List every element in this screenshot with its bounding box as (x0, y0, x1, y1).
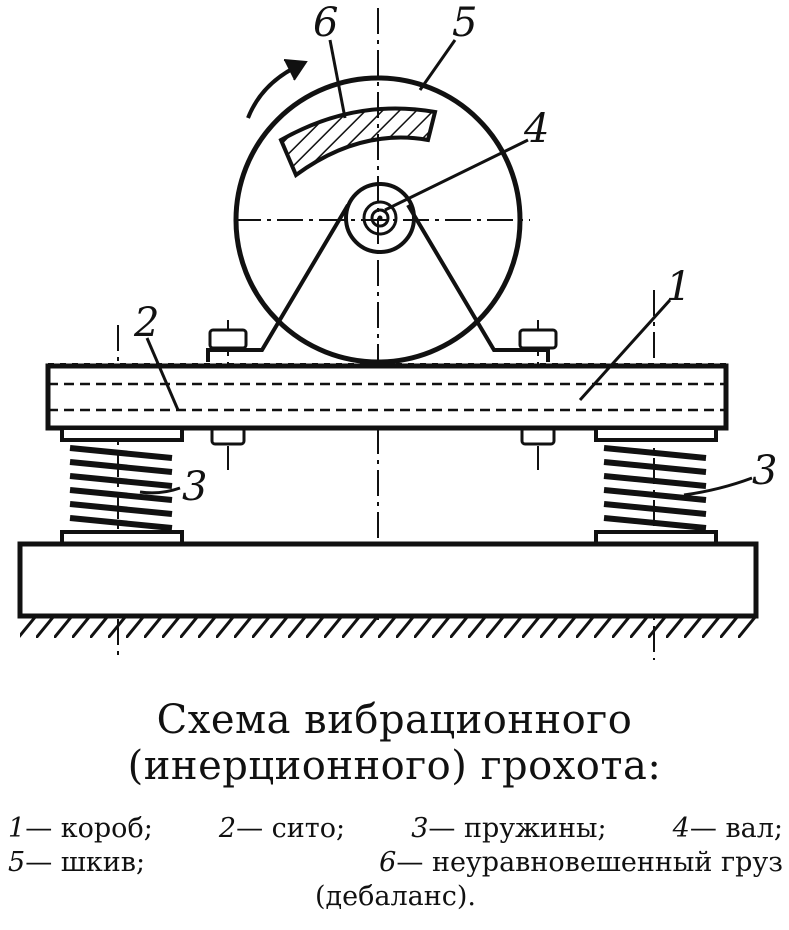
legend-row-3: (дебаланс). (8, 880, 783, 914)
pulley (233, 75, 523, 365)
legend-item-4: 4— вал; (672, 813, 783, 844)
legend-item-3: 3— пружины; (411, 813, 607, 844)
label-2: 2 (133, 300, 159, 346)
legend-item-5: 5— шкив; (8, 847, 146, 878)
figure-legend: 1— короб; 2— сито; 3— пружины; 4— вал; 5… (8, 812, 783, 914)
legend-row-2: 5— шкив; 6— неуравновешенный груз (8, 846, 783, 880)
spring-right (603, 445, 707, 531)
label-3-left: 3 (182, 464, 207, 510)
legend-item-2: 2— сито; (218, 813, 346, 844)
title-line-1: Схема вибрационного (156, 697, 633, 743)
spring-left (69, 445, 173, 531)
label-4: 4 (523, 106, 549, 152)
legend-item-1: 1— короб; (8, 813, 153, 844)
leader-lines (139, 39, 753, 497)
bolts (208, 328, 558, 446)
rotation-arrow (246, 59, 308, 119)
ground-hatch (20, 618, 756, 638)
shaft (344, 182, 416, 254)
base (17, 541, 759, 619)
title-line-2: (инерционного) грохота: (127, 743, 662, 789)
label-1: 1 (666, 264, 691, 310)
legend-item-6: 6— неуравновешенный груз (379, 847, 783, 878)
vibrating-screen-diagram: 6 5 4 1 2 3 3 (17, 0, 777, 660)
legend-row-1: 1— короб; 2— сито; 3— пружины; 4— вал; (8, 812, 783, 846)
label-3-right: 3 (752, 448, 777, 494)
figure-title: Схема вибрационного (инерционного) грохо… (0, 697, 789, 789)
legend-item-6-continuation: (дебаланс). (315, 881, 476, 912)
box-frame (45, 363, 729, 431)
bearing-support (206, 203, 550, 362)
unbalanced-weight (278, 106, 438, 179)
label-6: 6 (313, 0, 338, 46)
label-5: 5 (452, 0, 477, 46)
